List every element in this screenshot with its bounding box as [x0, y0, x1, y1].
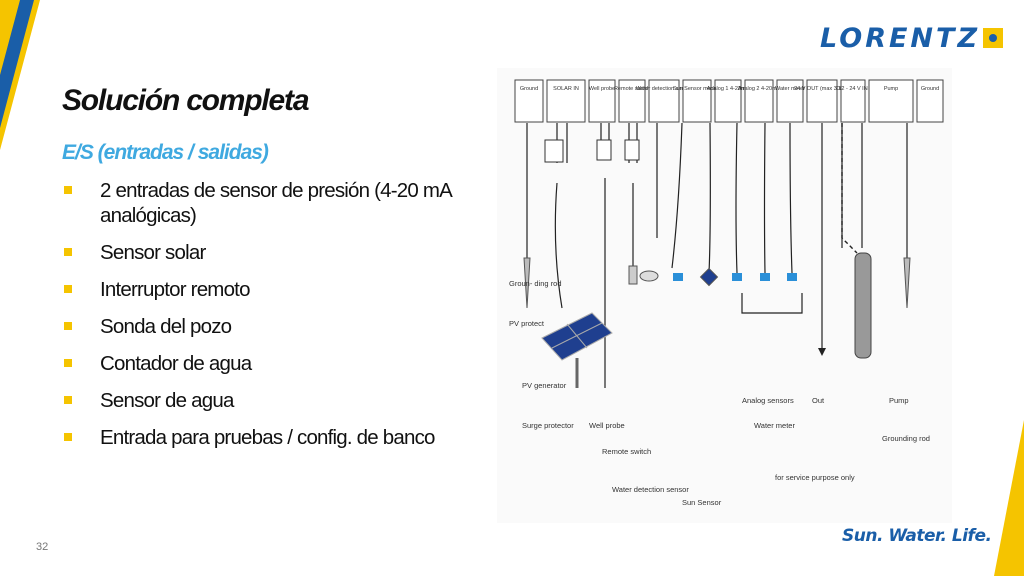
terminal-header-box: [776, 79, 804, 123]
brand-logo: LORENTZ: [820, 22, 1004, 54]
terminal-header-label: Remote switch: [614, 86, 650, 92]
surge-protector-icon: [596, 139, 612, 161]
terminal-header-box: [868, 79, 914, 123]
surge-protector-icon: [544, 139, 564, 163]
bullet-square-icon: [64, 248, 72, 256]
terminal-header-box: [714, 79, 742, 123]
label-out: Out: [812, 396, 825, 405]
surge-protector-icon: [624, 139, 640, 161]
label-sun-sensor: Sun Sensor: [682, 498, 722, 507]
bullet-item: Contador de agua: [62, 351, 512, 376]
terminal-header-label: Well probe: [589, 86, 615, 92]
page-number: 32: [36, 541, 49, 553]
terminal-header-box: [682, 79, 712, 123]
terminal-header-box: [840, 79, 866, 123]
terminal-header-label: 24 V OUT (max 30mA): [794, 86, 850, 92]
terminal-header-label: Sun Sensor module: [673, 86, 721, 92]
right-stripe: [994, 420, 1024, 576]
terminal-header-box: [546, 79, 586, 123]
bullet-list: 2 entradas de sensor de presión (4-20 mA…: [62, 178, 512, 462]
bullet-square-icon: [64, 433, 72, 441]
bullet-item: 2 entradas de sensor de presión (4-20 mA…: [62, 178, 460, 228]
label-remote-switch: Remote switch: [602, 447, 651, 456]
label-analog-sensors: Analog sensors: [742, 396, 794, 405]
label-pv-generator: PV generator: [522, 381, 567, 390]
corner-stripe: [0, 0, 40, 150]
bullet-square-icon: [64, 285, 72, 293]
out-arrow-icon: [818, 348, 826, 356]
analog-sensor-icon: [760, 273, 770, 281]
slide-title: Solución completa: [62, 84, 310, 117]
switch-icon: [628, 265, 638, 285]
label-surge-protector: Surge protector: [522, 421, 574, 430]
bullet-item: Sensor de agua: [62, 388, 512, 413]
sensor-icon: [673, 273, 683, 281]
bullet-item: Entrada para pruebas / config. de banco: [62, 425, 512, 450]
sun-logo-icon: [983, 28, 1004, 48]
grounding-rod-icon: [903, 257, 911, 309]
bullet-square-icon: [64, 186, 72, 194]
brand-slogan: Sun. Water. Life.: [842, 526, 992, 546]
terminal-header-label: Ground: [520, 86, 538, 92]
terminal-header-box: [916, 79, 944, 123]
label-pv-protect: PV protect: [509, 319, 545, 328]
label-well-probe: Well probe: [589, 421, 625, 430]
bullet-item: Interruptor remoto: [62, 277, 512, 302]
bullet-square-icon: [64, 322, 72, 330]
label-water-detection: Water detection sensor: [612, 485, 689, 494]
logo-text: LORENTZ: [820, 22, 981, 54]
bullet-item: Sonda del pozo: [62, 314, 512, 339]
grounding-rod-icon: [523, 257, 531, 309]
terminal-header-label: SOLAR IN: [553, 86, 579, 92]
bullet-square-icon: [64, 396, 72, 404]
slide-subtitle: E/S (entradas / salidas): [62, 141, 269, 164]
pv-generator-icon: [541, 312, 613, 388]
label-grounding-rod-right: Grounding rod: [882, 434, 930, 443]
label-service-purpose: for service purpose only: [775, 473, 855, 482]
water-meter-icon: [787, 273, 797, 281]
terminal-header-box: [744, 79, 774, 123]
terminal-header-box: [806, 79, 838, 123]
label-grounding-rod: Groun- ding rod: [509, 279, 562, 288]
terminal-header-label: Analog 2 4-20mA: [738, 86, 781, 92]
terminal-header-label: Ground: [921, 86, 939, 92]
label-water-meter: Water meter: [754, 421, 795, 430]
terminal-header-label: Pump: [884, 86, 898, 92]
sun-sensor-icon: [699, 267, 719, 287]
pump-icon: [854, 252, 872, 359]
label-pump: Pump: [889, 396, 909, 405]
terminal-header-box: [618, 79, 646, 123]
water-detection-icon: [639, 270, 659, 282]
service-wire: [841, 123, 858, 254]
terminal-header-label: Water meter: [775, 86, 805, 92]
terminal-header-label: 12 - 24 V IN: [838, 86, 867, 92]
terminal-header-box: [588, 79, 616, 123]
bullet-item: Sensor solar: [62, 240, 512, 265]
terminal-header-label: Water detection sensor: [636, 86, 693, 92]
analog-sensor-icon: [732, 273, 742, 281]
terminal-header-label: Analog 1 4-23mA: [707, 86, 750, 92]
terminal-header-box: [648, 79, 680, 123]
bullet-square-icon: [64, 359, 72, 367]
terminal-header-box: [514, 79, 544, 123]
